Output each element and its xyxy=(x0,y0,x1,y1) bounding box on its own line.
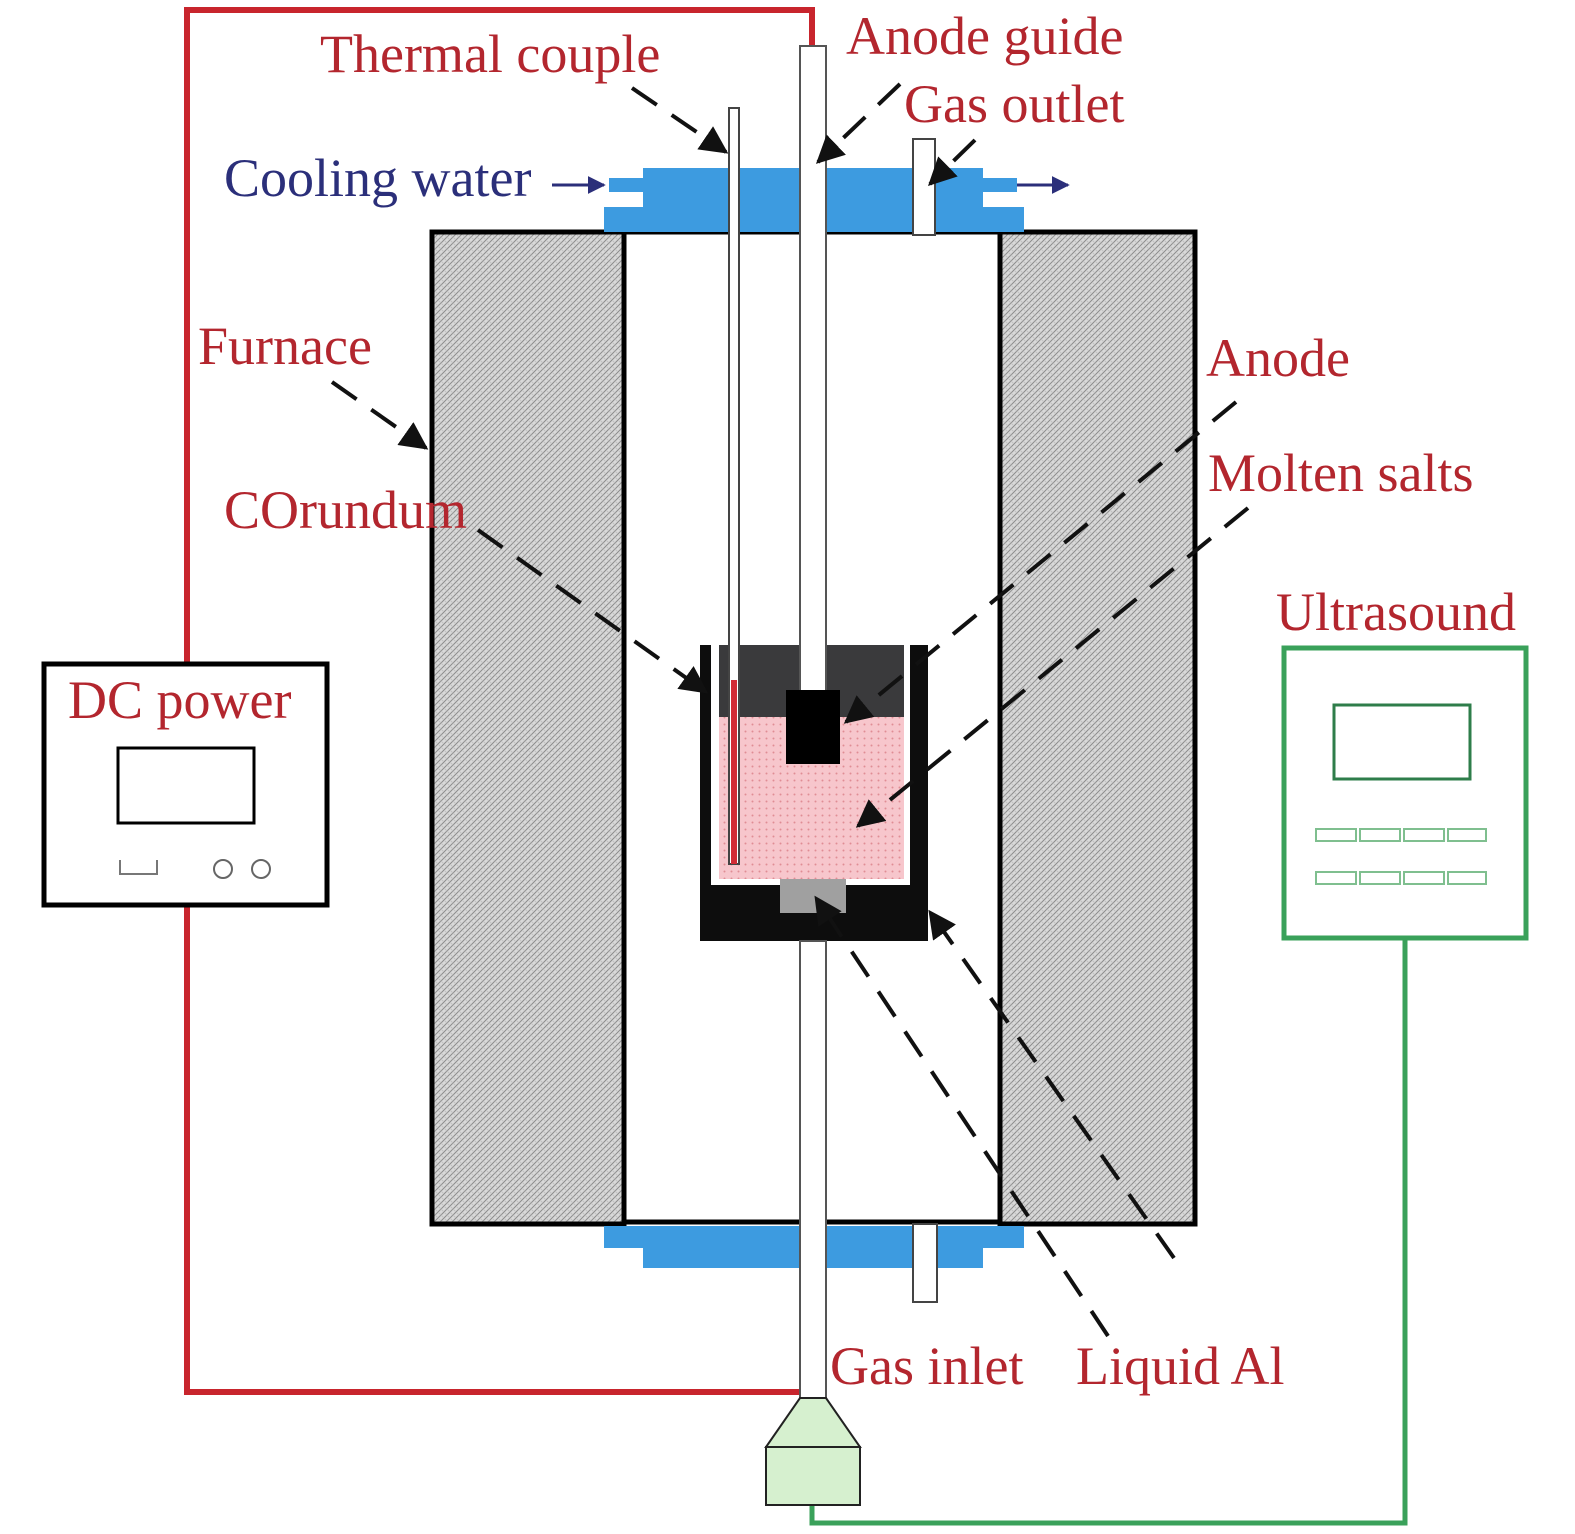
leader-thermal-couple xyxy=(630,86,729,154)
label-corundum: COrundum xyxy=(224,480,467,540)
dc-power-display xyxy=(116,746,256,825)
leader-anode-guide xyxy=(815,82,902,164)
label-dc-power: DC power xyxy=(68,670,291,730)
leader-liquid-al xyxy=(928,909,1176,1260)
leader-molten-salts xyxy=(855,506,1250,828)
anode-guide-rod xyxy=(799,45,827,693)
bottom-port-tube xyxy=(912,1223,938,1303)
leader-gas-outlet xyxy=(927,138,977,186)
furnace-right-wall xyxy=(997,229,1198,1227)
label-ultrasound: Ultrasound xyxy=(1276,582,1516,642)
label-cooling-water: Cooling water xyxy=(224,148,531,208)
furnace-left-wall xyxy=(429,229,627,1227)
ultrasound-transducer xyxy=(765,1446,861,1506)
dc-power-knob-1 xyxy=(213,859,233,879)
dc-power-knob-2 xyxy=(251,859,271,879)
dc-circuit-top-wire xyxy=(184,7,815,662)
dc-power-switch xyxy=(119,860,158,875)
label-furnace: Furnace xyxy=(198,316,372,376)
dc-circuit-bottom-wire xyxy=(184,905,800,1395)
label-molten-salts: Molten salts xyxy=(1208,443,1474,503)
gas-inlet-rod xyxy=(799,940,827,1400)
leader-anode xyxy=(843,400,1238,724)
anode-block xyxy=(786,690,840,764)
label-liquid-al: Liquid Al xyxy=(1076,1336,1285,1396)
ultrasound-box xyxy=(1281,645,1529,941)
ultrasound-buttons xyxy=(1315,828,1487,885)
label-gas-inlet: Gas inlet xyxy=(830,1336,1023,1396)
ultrasound-horn xyxy=(764,1397,862,1448)
label-anode: Anode xyxy=(1206,328,1350,388)
label-gas-outlet: Gas outlet xyxy=(904,74,1124,134)
label-thermal-couple: Thermal couple xyxy=(320,24,660,84)
thermal-couple-tip xyxy=(731,680,737,864)
gas-outlet-tube xyxy=(912,138,936,236)
label-anode-guide: Anode guide xyxy=(846,6,1123,66)
leader-furnace xyxy=(330,380,429,450)
leader-gas-inlet xyxy=(814,895,1110,1338)
liquid-al-pad xyxy=(780,879,846,913)
ultrasound-circuit-wire xyxy=(809,938,1408,1526)
ultrasound-display xyxy=(1332,703,1472,781)
